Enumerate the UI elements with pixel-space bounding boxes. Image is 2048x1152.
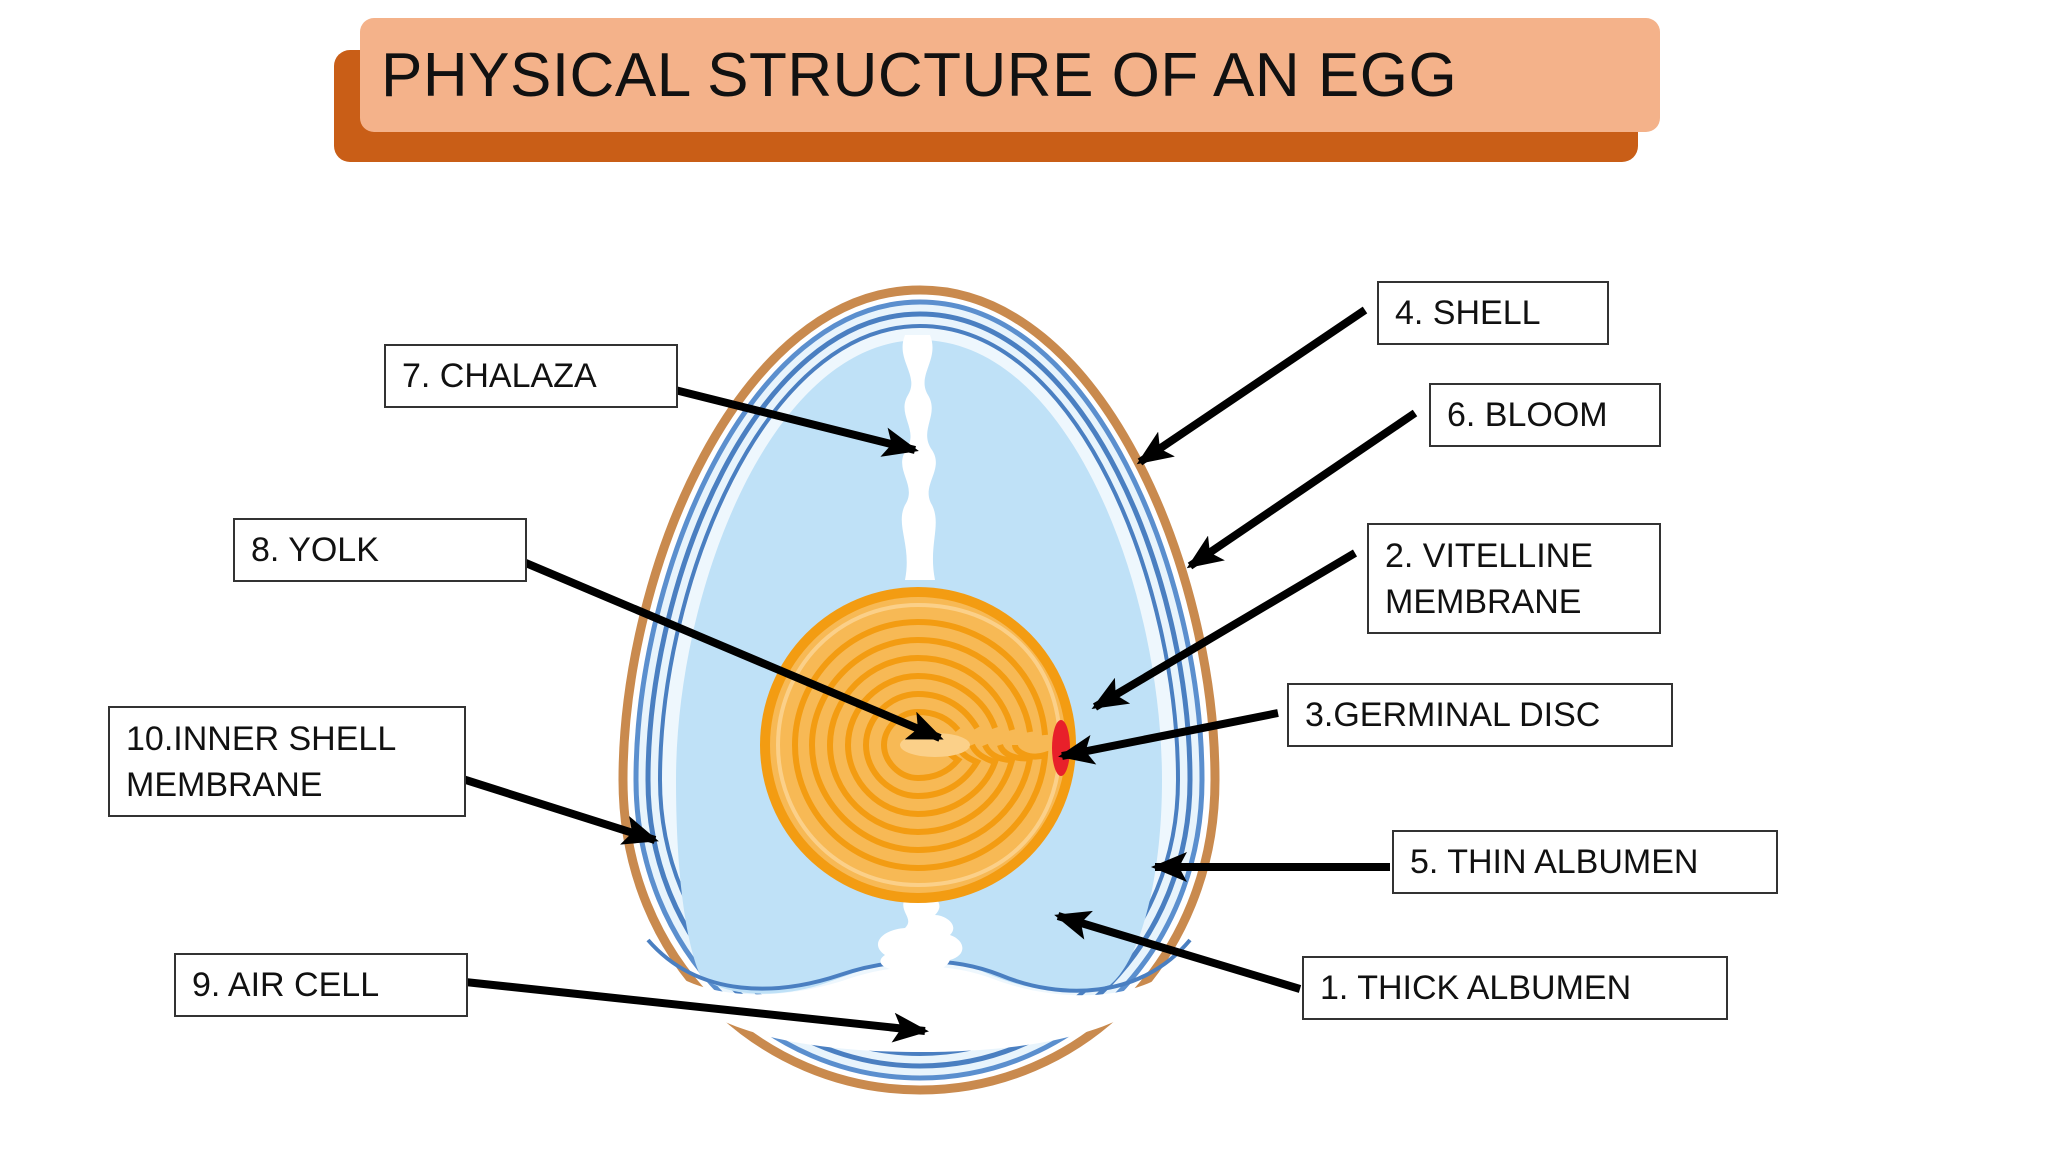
arrow-yolk — [493, 546, 944, 742]
label-bloom-text: 6. BLOOM — [1447, 396, 1608, 434]
label-shell: 4. SHELL — [1377, 281, 1609, 345]
label-germinal: 3.GERMINAL DISC — [1287, 683, 1673, 747]
label-vitelline-text: 2. VITELLINE MEMBRANE — [1385, 537, 1593, 621]
title-band — [360, 18, 1660, 132]
label-shell-text: 4. SHELL — [1395, 294, 1541, 332]
arrow-germinal — [1058, 709, 1279, 765]
label-inner-shell-text: 10.INNER SHELL MEMBRANE — [126, 720, 397, 804]
germinal-disc — [1052, 720, 1070, 776]
arrow-air-cell — [464, 978, 929, 1043]
arrows — [448, 306, 1418, 1043]
chalaza-upper — [901, 335, 936, 580]
label-thin-albumen: 5. THIN ALBUMEN — [1392, 830, 1778, 894]
page-title: PHYSICAL STRUCTURE OF AN EGG — [381, 41, 1458, 110]
label-vitelline: 2. VITELLINE MEMBRANE — [1367, 523, 1661, 634]
label-thick-albumen-text: 1. THICK ALBUMEN — [1320, 969, 1632, 1007]
label-air-cell: 9. AIR CELL — [174, 953, 468, 1017]
arrow-vitelline — [1091, 549, 1358, 711]
label-germinal-text: 3.GERMINAL DISC — [1305, 696, 1601, 734]
label-yolk-text: 8. YOLK — [251, 531, 379, 569]
label-inner-shell: 10.INNER SHELL MEMBRANE — [108, 706, 466, 817]
arrow-inner-shell — [448, 771, 659, 845]
yolk-rings — [775, 602, 1063, 888]
label-chalaza-text: 7. CHALAZA — [402, 357, 597, 395]
arrow-chalaza — [654, 381, 919, 457]
label-thin-albumen-text: 5. THIN ALBUMEN — [1410, 843, 1699, 881]
arrow-thick-albumen — [1054, 910, 1302, 993]
label-yolk: 8. YOLK — [233, 518, 527, 582]
label-air-cell-text: 9. AIR CELL — [192, 966, 380, 1004]
air-cell — [660, 965, 1178, 1052]
label-bloom: 6. BLOOM — [1429, 383, 1661, 447]
arrow-bloom — [1186, 409, 1418, 570]
arrow-shell — [1136, 306, 1368, 466]
label-chalaza: 7. CHALAZA — [384, 344, 678, 408]
chalaza-lower — [877, 898, 963, 972]
label-thick-albumen: 1. THICK ALBUMEN — [1302, 956, 1728, 1020]
